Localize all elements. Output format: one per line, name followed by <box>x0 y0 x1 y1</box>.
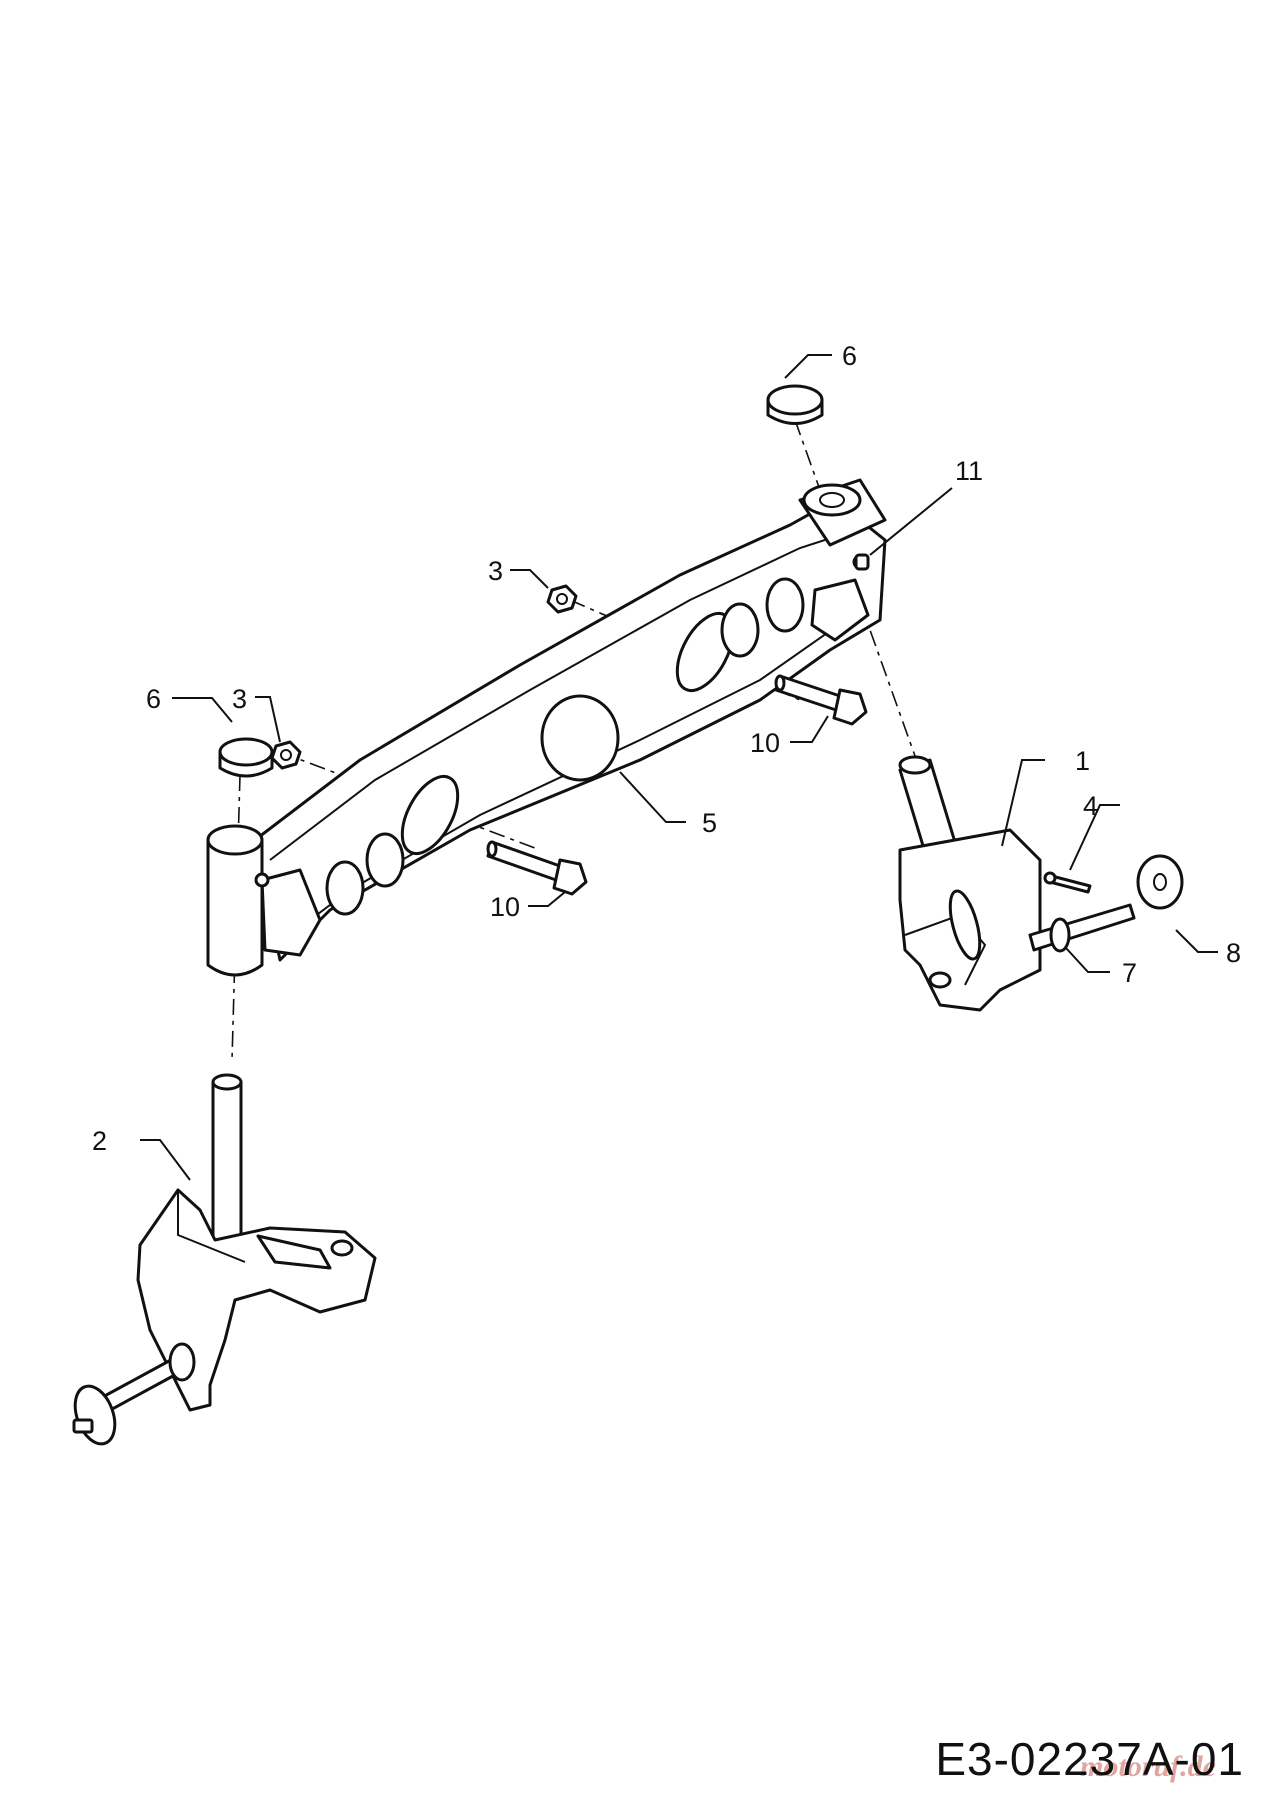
callout-7: 7 <box>1122 958 1137 988</box>
front-axle-beam <box>206 478 887 977</box>
grease-fitting <box>854 553 870 571</box>
callout-numbers: 6 11 3 6 3 10 1 4 5 10 8 7 2 <box>92 341 1241 1156</box>
pivot-bolt-right <box>774 674 868 726</box>
callout-leaders <box>140 354 1218 1181</box>
watermark-logo: motoruf.de <box>1080 1750 1216 1783</box>
callout-10-right: 10 <box>750 728 780 758</box>
callout-5: 5 <box>702 808 717 838</box>
hex-nut-mid <box>546 584 578 614</box>
callout-3-left: 3 <box>232 684 247 714</box>
hex-nut-left <box>270 740 302 770</box>
steering-spindle-right <box>898 755 1136 1012</box>
drawing-code: E3-02237A-01 <box>935 1733 1244 1785</box>
callout-6-top: 6 <box>842 341 857 371</box>
pivot-cap-left <box>218 737 274 778</box>
pivot-cap-top <box>766 384 824 425</box>
callout-3-mid: 3 <box>488 556 503 586</box>
callout-1: 1 <box>1075 746 1090 776</box>
callout-2: 2 <box>92 1126 107 1156</box>
callout-11: 11 <box>955 456 983 486</box>
pivot-bolt-left <box>486 840 588 896</box>
steering-spindle-left <box>72 1073 377 1446</box>
callout-8: 8 <box>1226 938 1241 968</box>
callout-6-left: 6 <box>146 684 161 714</box>
flat-washer <box>1136 854 1184 910</box>
cotter-pin <box>1043 871 1092 894</box>
callout-10-left: 10 <box>490 892 520 922</box>
callout-4: 4 <box>1083 791 1098 821</box>
